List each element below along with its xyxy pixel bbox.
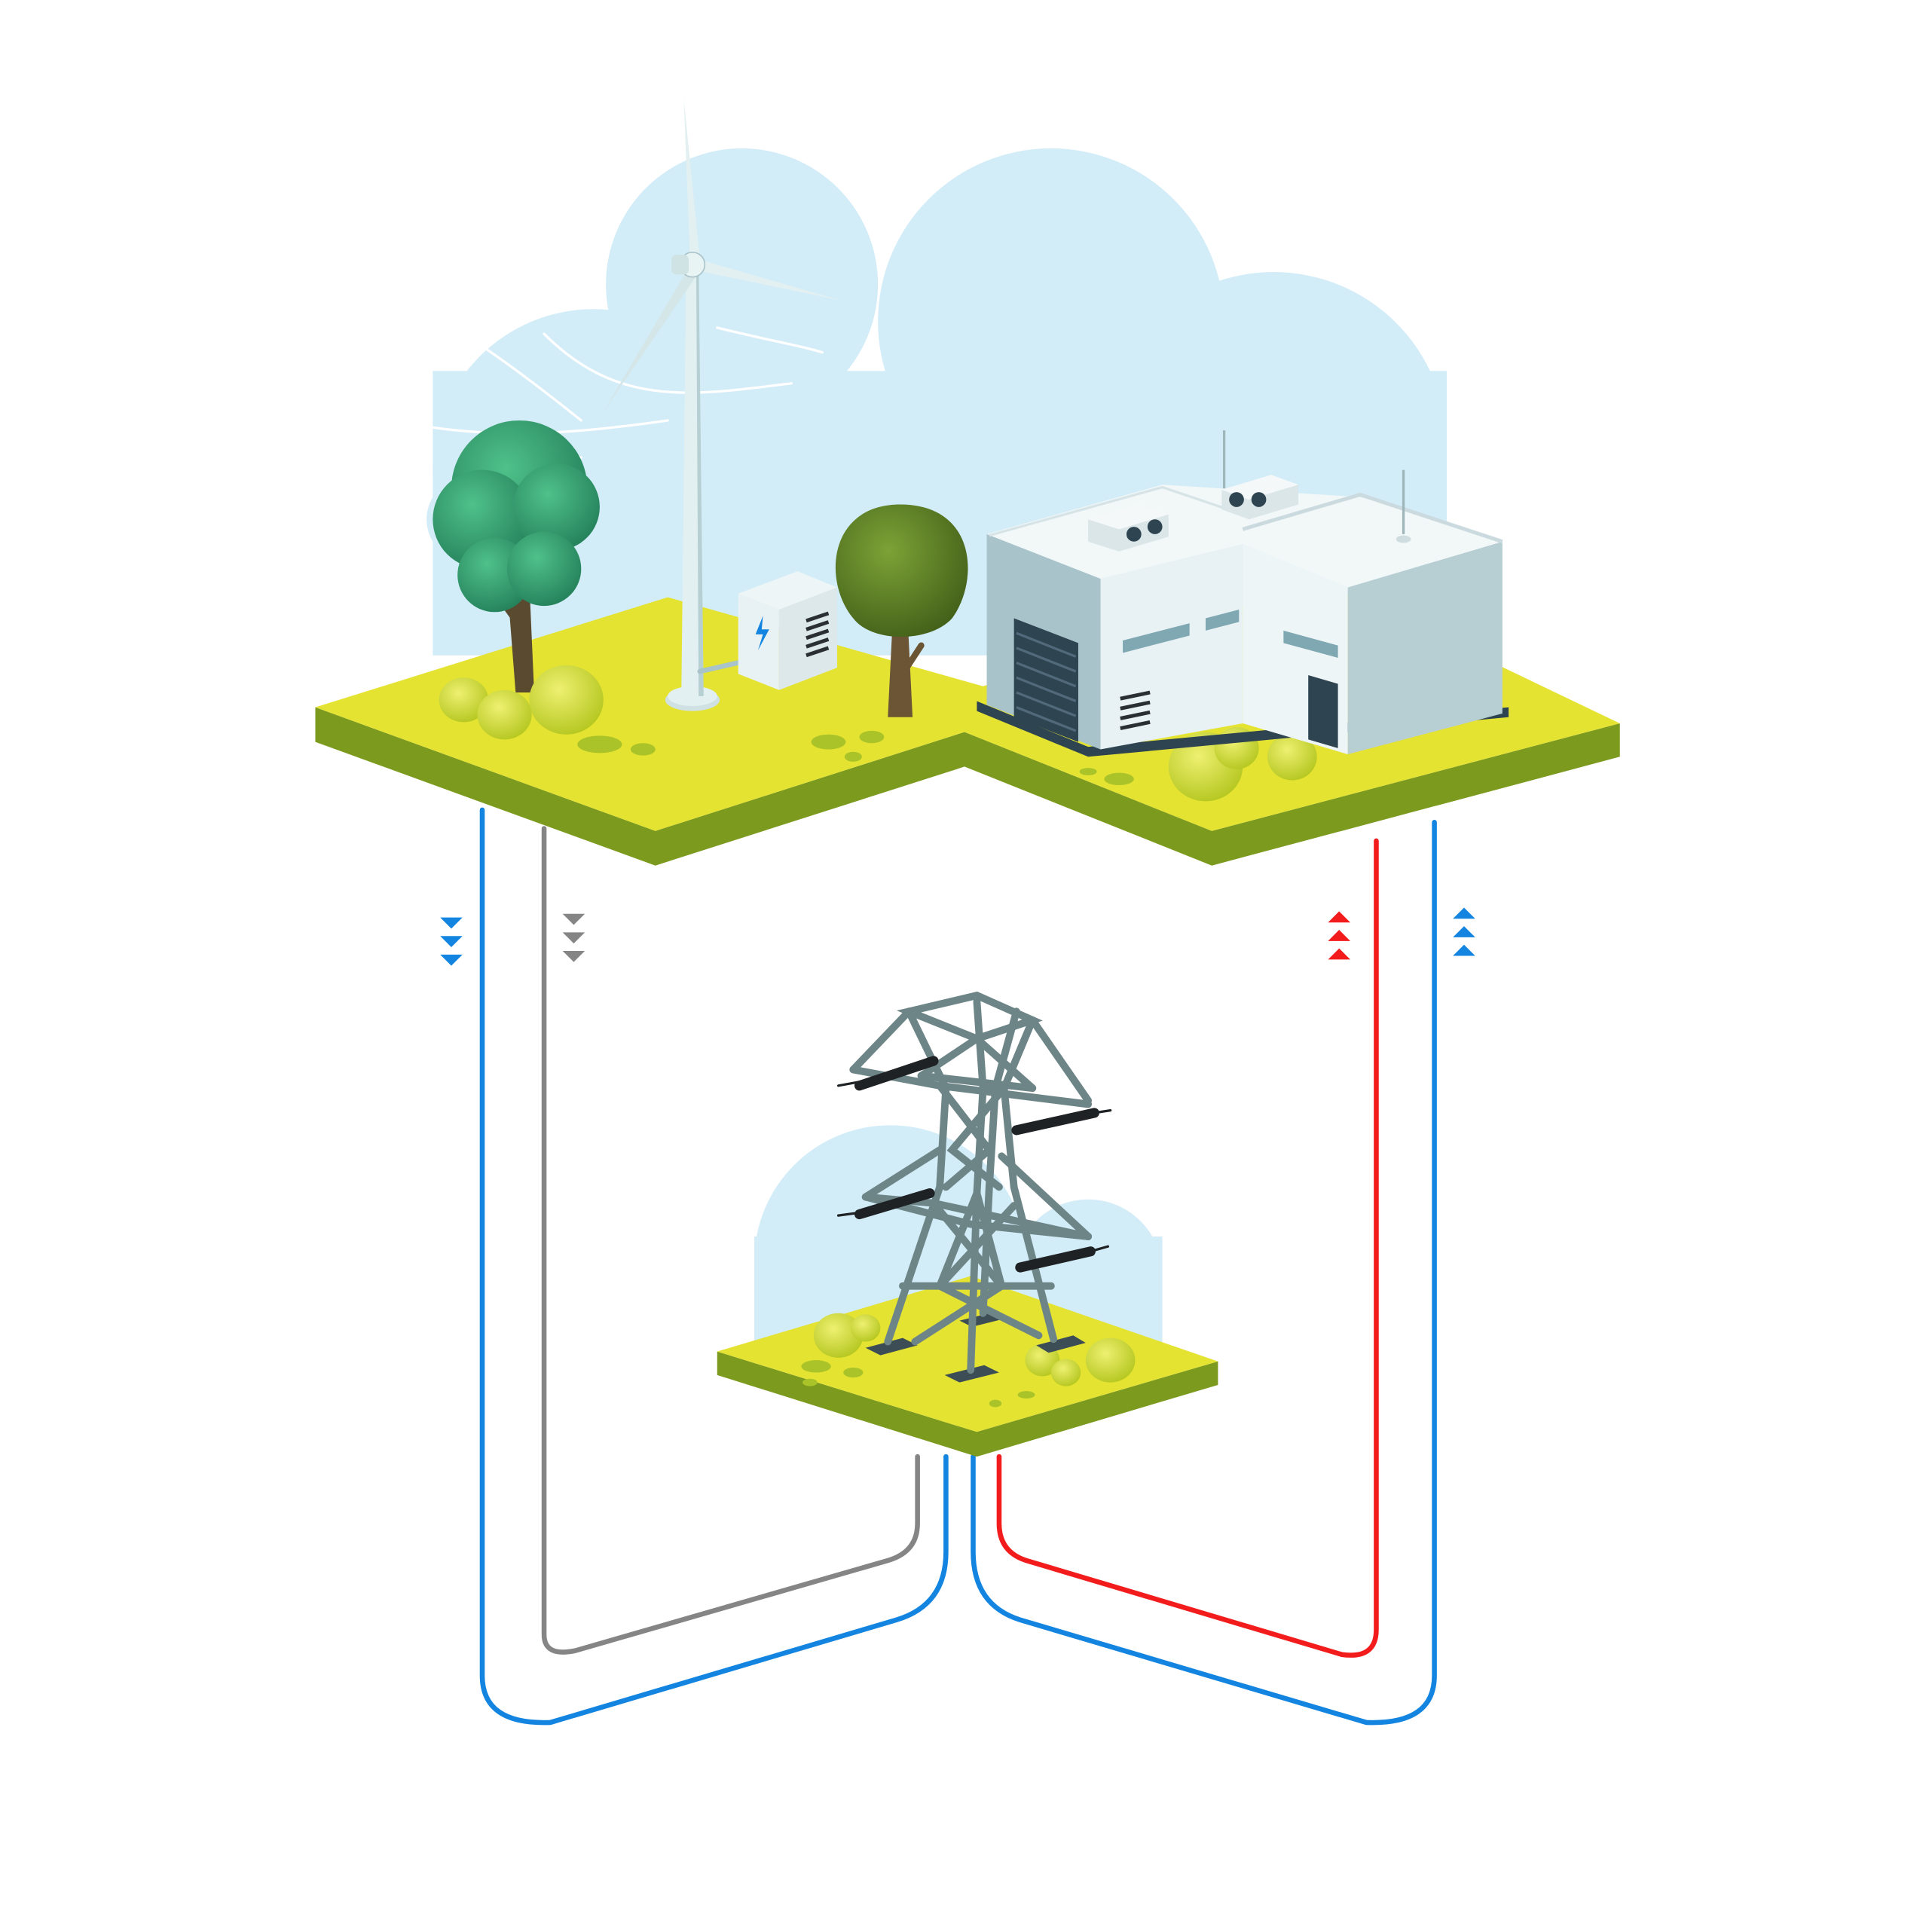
factory-door — [1308, 675, 1338, 748]
grass-spots-bottom — [801, 1360, 1035, 1408]
triple-chevron-down-icon — [440, 917, 463, 966]
grass-spots — [577, 730, 1134, 786]
triple-chevron-up-icon-red — [1328, 911, 1350, 960]
factory-building — [977, 430, 1509, 757]
flow-line-red-to-factory — [996, 838, 1379, 1658]
flow-line-blue-to-factory — [971, 820, 1437, 1726]
triple-chevron-down-icon-gray — [562, 913, 585, 962]
factory-windows — [1123, 610, 1338, 659]
wall-vent — [1120, 690, 1151, 730]
flow-line-wind-to-grid — [479, 807, 949, 1726]
roof-antennas — [1222, 430, 1405, 534]
wind-turbine — [603, 99, 841, 711]
vent-grille — [806, 611, 830, 658]
flow-lines — [479, 807, 1437, 1726]
garage-door — [1013, 618, 1078, 742]
roof-step-edge — [1242, 492, 1503, 544]
dark-tree — [835, 504, 968, 717]
triple-chevron-up-icon — [1453, 907, 1475, 956]
rooftop-fan-unit-2 — [1221, 475, 1299, 520]
lightning-bolt-icon — [755, 616, 769, 651]
transmission-tower — [836, 991, 1112, 1383]
insulators — [836, 1056, 1112, 1273]
bushes-bottom — [813, 1313, 1136, 1386]
round-tree — [433, 420, 600, 692]
flow-line-gray-return — [541, 826, 920, 1655]
rooftop-fan-unit-1 — [1088, 504, 1169, 552]
inverter-box — [738, 571, 837, 690]
